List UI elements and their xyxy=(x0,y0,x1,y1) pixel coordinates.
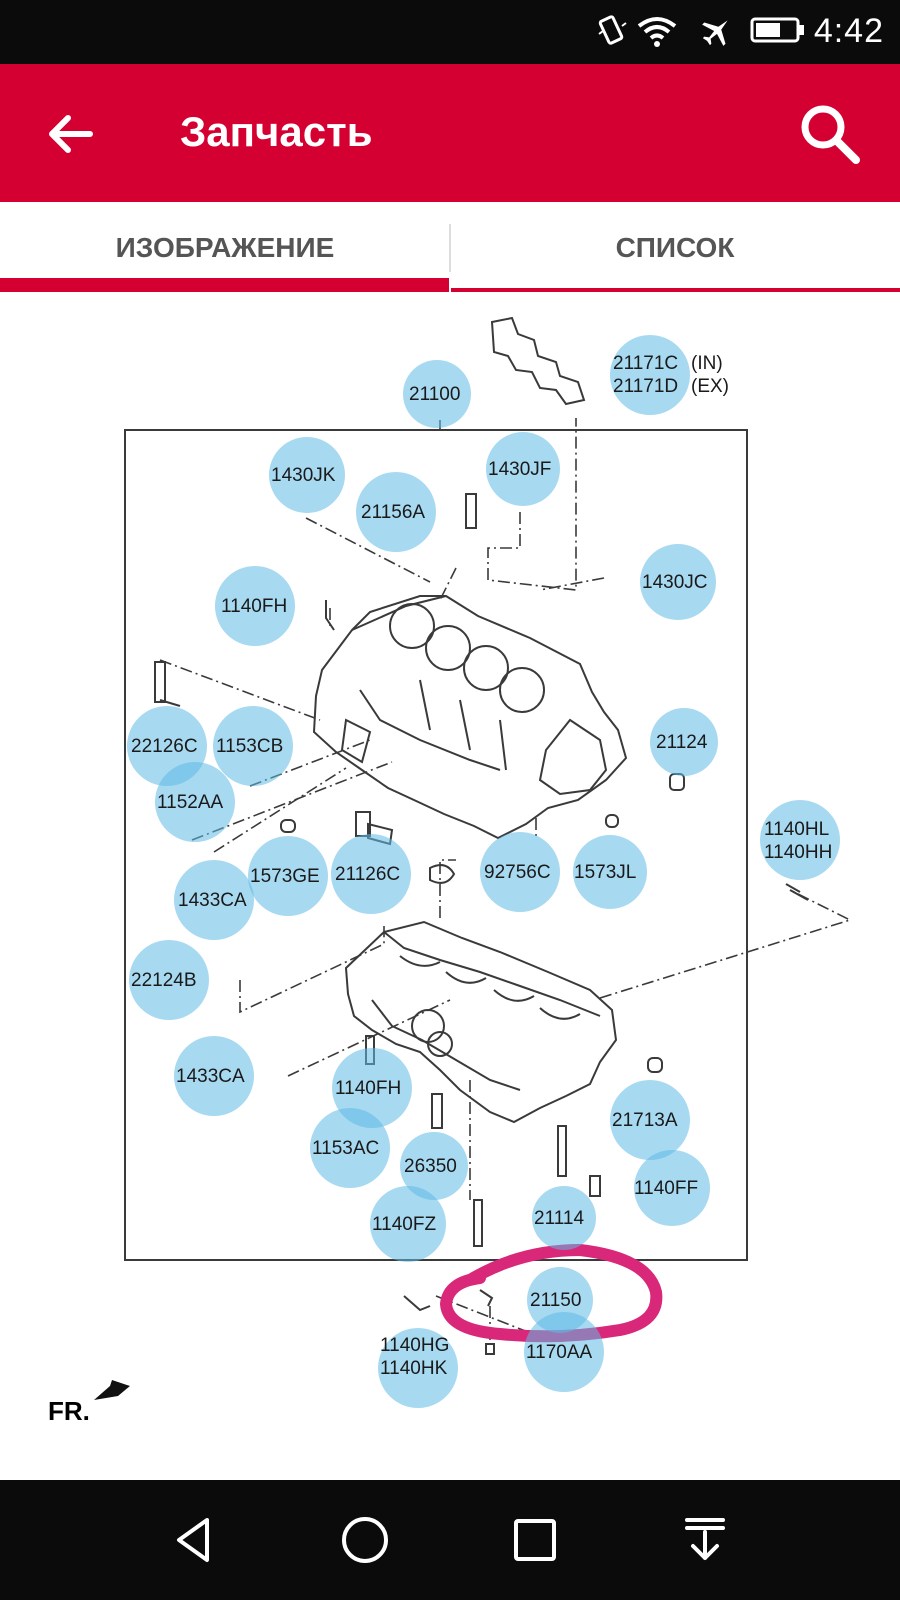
tab-list[interactable]: СПИСОК xyxy=(615,232,735,263)
part-hotspot-21713a[interactable] xyxy=(610,1080,690,1160)
battery-icon xyxy=(750,17,804,43)
part-label: 1140HK xyxy=(380,1358,448,1379)
status-bar: 4:42 xyxy=(0,0,900,64)
part-label: 1140HH xyxy=(764,842,833,863)
part-hotspot-1140hl[interactable] xyxy=(760,800,840,880)
part-hotspot-1140hg[interactable] xyxy=(378,1328,458,1408)
part-label: 1140FH xyxy=(335,1078,402,1099)
part-label: 1153AC xyxy=(312,1138,380,1159)
part-label: 21126C xyxy=(335,864,401,885)
back-triangle-icon[interactable] xyxy=(165,1510,225,1570)
part-label: 21100 xyxy=(409,384,461,405)
part-label: 26350 xyxy=(404,1156,457,1177)
part-hotspot-1140fh[interactable] xyxy=(215,566,295,646)
part-hotspot-21114[interactable] xyxy=(532,1186,596,1250)
parts-diagram[interactable]: 21171C (IN) 21171D (EX) 21100 1430JK 1430JF 211… xyxy=(0,300,900,1480)
part-hotspot-21124[interactable] xyxy=(650,708,718,776)
tab-divider xyxy=(449,224,451,272)
part-hotspot-1433ca[interactable] xyxy=(174,860,254,940)
part-hotspot-92756c[interactable] xyxy=(480,832,560,912)
part-hotspot-1153cb[interactable] xyxy=(213,706,293,786)
part-label: 22124B xyxy=(131,970,197,991)
part-hotspot-1153ac[interactable] xyxy=(310,1108,390,1188)
part-label: 1140FZ xyxy=(372,1214,437,1235)
part-hotspot-1170aa[interactable] xyxy=(524,1312,604,1392)
navigation-bar xyxy=(0,1480,900,1600)
part-hotspot-1430jc[interactable] xyxy=(640,544,716,620)
part-label: 92756C xyxy=(484,862,551,883)
wifi-icon xyxy=(637,17,677,47)
tab-selected-indicator xyxy=(0,278,449,292)
search-icon[interactable] xyxy=(796,100,864,168)
arrow-left-icon[interactable] xyxy=(40,104,100,164)
part-hotspot-1152aa[interactable] xyxy=(155,762,235,842)
part-label: 22126C xyxy=(131,736,198,757)
recents-square-icon[interactable] xyxy=(505,1510,565,1570)
airplane-icon xyxy=(702,20,728,46)
app-bar: Запчасть xyxy=(0,64,900,202)
part-label: 1430JK xyxy=(271,465,336,486)
part-label: 1140FF xyxy=(634,1178,699,1199)
vibrate-icon xyxy=(598,15,627,45)
part-hotspot-21100[interactable] xyxy=(403,360,471,428)
engine-block-drawing xyxy=(94,316,853,1400)
part-label: 1433CA xyxy=(176,1066,245,1087)
part-label: 21150 xyxy=(530,1290,582,1311)
part-label: 1170AA xyxy=(526,1342,593,1363)
part-hotspot-1573jl[interactable] xyxy=(573,835,647,909)
part-label: 1433CA xyxy=(178,890,247,911)
part-hotspot-21171c[interactable] xyxy=(610,335,690,415)
status-clock: 4:42 xyxy=(813,12,884,50)
page-title: Запчасть xyxy=(180,108,373,155)
part-label: 1153CB xyxy=(216,736,284,757)
part-label: 1152AA xyxy=(157,792,224,813)
part-label: 21114 xyxy=(534,1208,585,1229)
part-hotspot-1430jk[interactable] xyxy=(269,437,345,513)
part-label: 21124 xyxy=(656,732,708,753)
part-hotspot-21126c[interactable] xyxy=(331,834,411,914)
part-label-suffix: (EX) xyxy=(691,376,729,397)
part-label: 1430JC xyxy=(642,572,708,593)
part-label: 21171C xyxy=(613,353,679,374)
part-label: 1430JF xyxy=(488,459,552,480)
part-label: 1140HL xyxy=(764,819,830,840)
part-hotspot-1140fz[interactable] xyxy=(370,1186,446,1262)
part-label: 1140HG xyxy=(380,1335,450,1356)
part-label-suffix: (IN) xyxy=(691,353,723,374)
part-hotspot-1430jf[interactable] xyxy=(486,432,560,506)
front-arrow xyxy=(94,1380,130,1400)
part-label: 1573GE xyxy=(250,866,320,887)
part-label: 21713A xyxy=(612,1110,678,1131)
part-hotspot-1433ca[interactable] xyxy=(174,1036,254,1116)
tab-image[interactable]: ИЗОБРАЖЕНИЕ xyxy=(115,232,335,263)
notification-pull-icon[interactable] xyxy=(675,1510,735,1570)
part-hotspot-22124b[interactable] xyxy=(129,940,209,1020)
direction-label: FR. xyxy=(48,1396,90,1426)
part-hotspot-1140ff[interactable] xyxy=(634,1150,710,1226)
part-label: 21171D xyxy=(613,376,679,397)
home-circle-icon[interactable] xyxy=(335,1510,395,1570)
part-hotspot-21156a[interactable] xyxy=(356,472,436,552)
highlight-scribble xyxy=(439,1243,663,1343)
tab-underline xyxy=(451,288,900,292)
part-label: 1140FH xyxy=(221,596,288,617)
part-label: 21156A xyxy=(361,502,426,523)
part-hotspot-1573ge[interactable] xyxy=(248,836,328,916)
part-label: 1573JL xyxy=(574,862,637,883)
